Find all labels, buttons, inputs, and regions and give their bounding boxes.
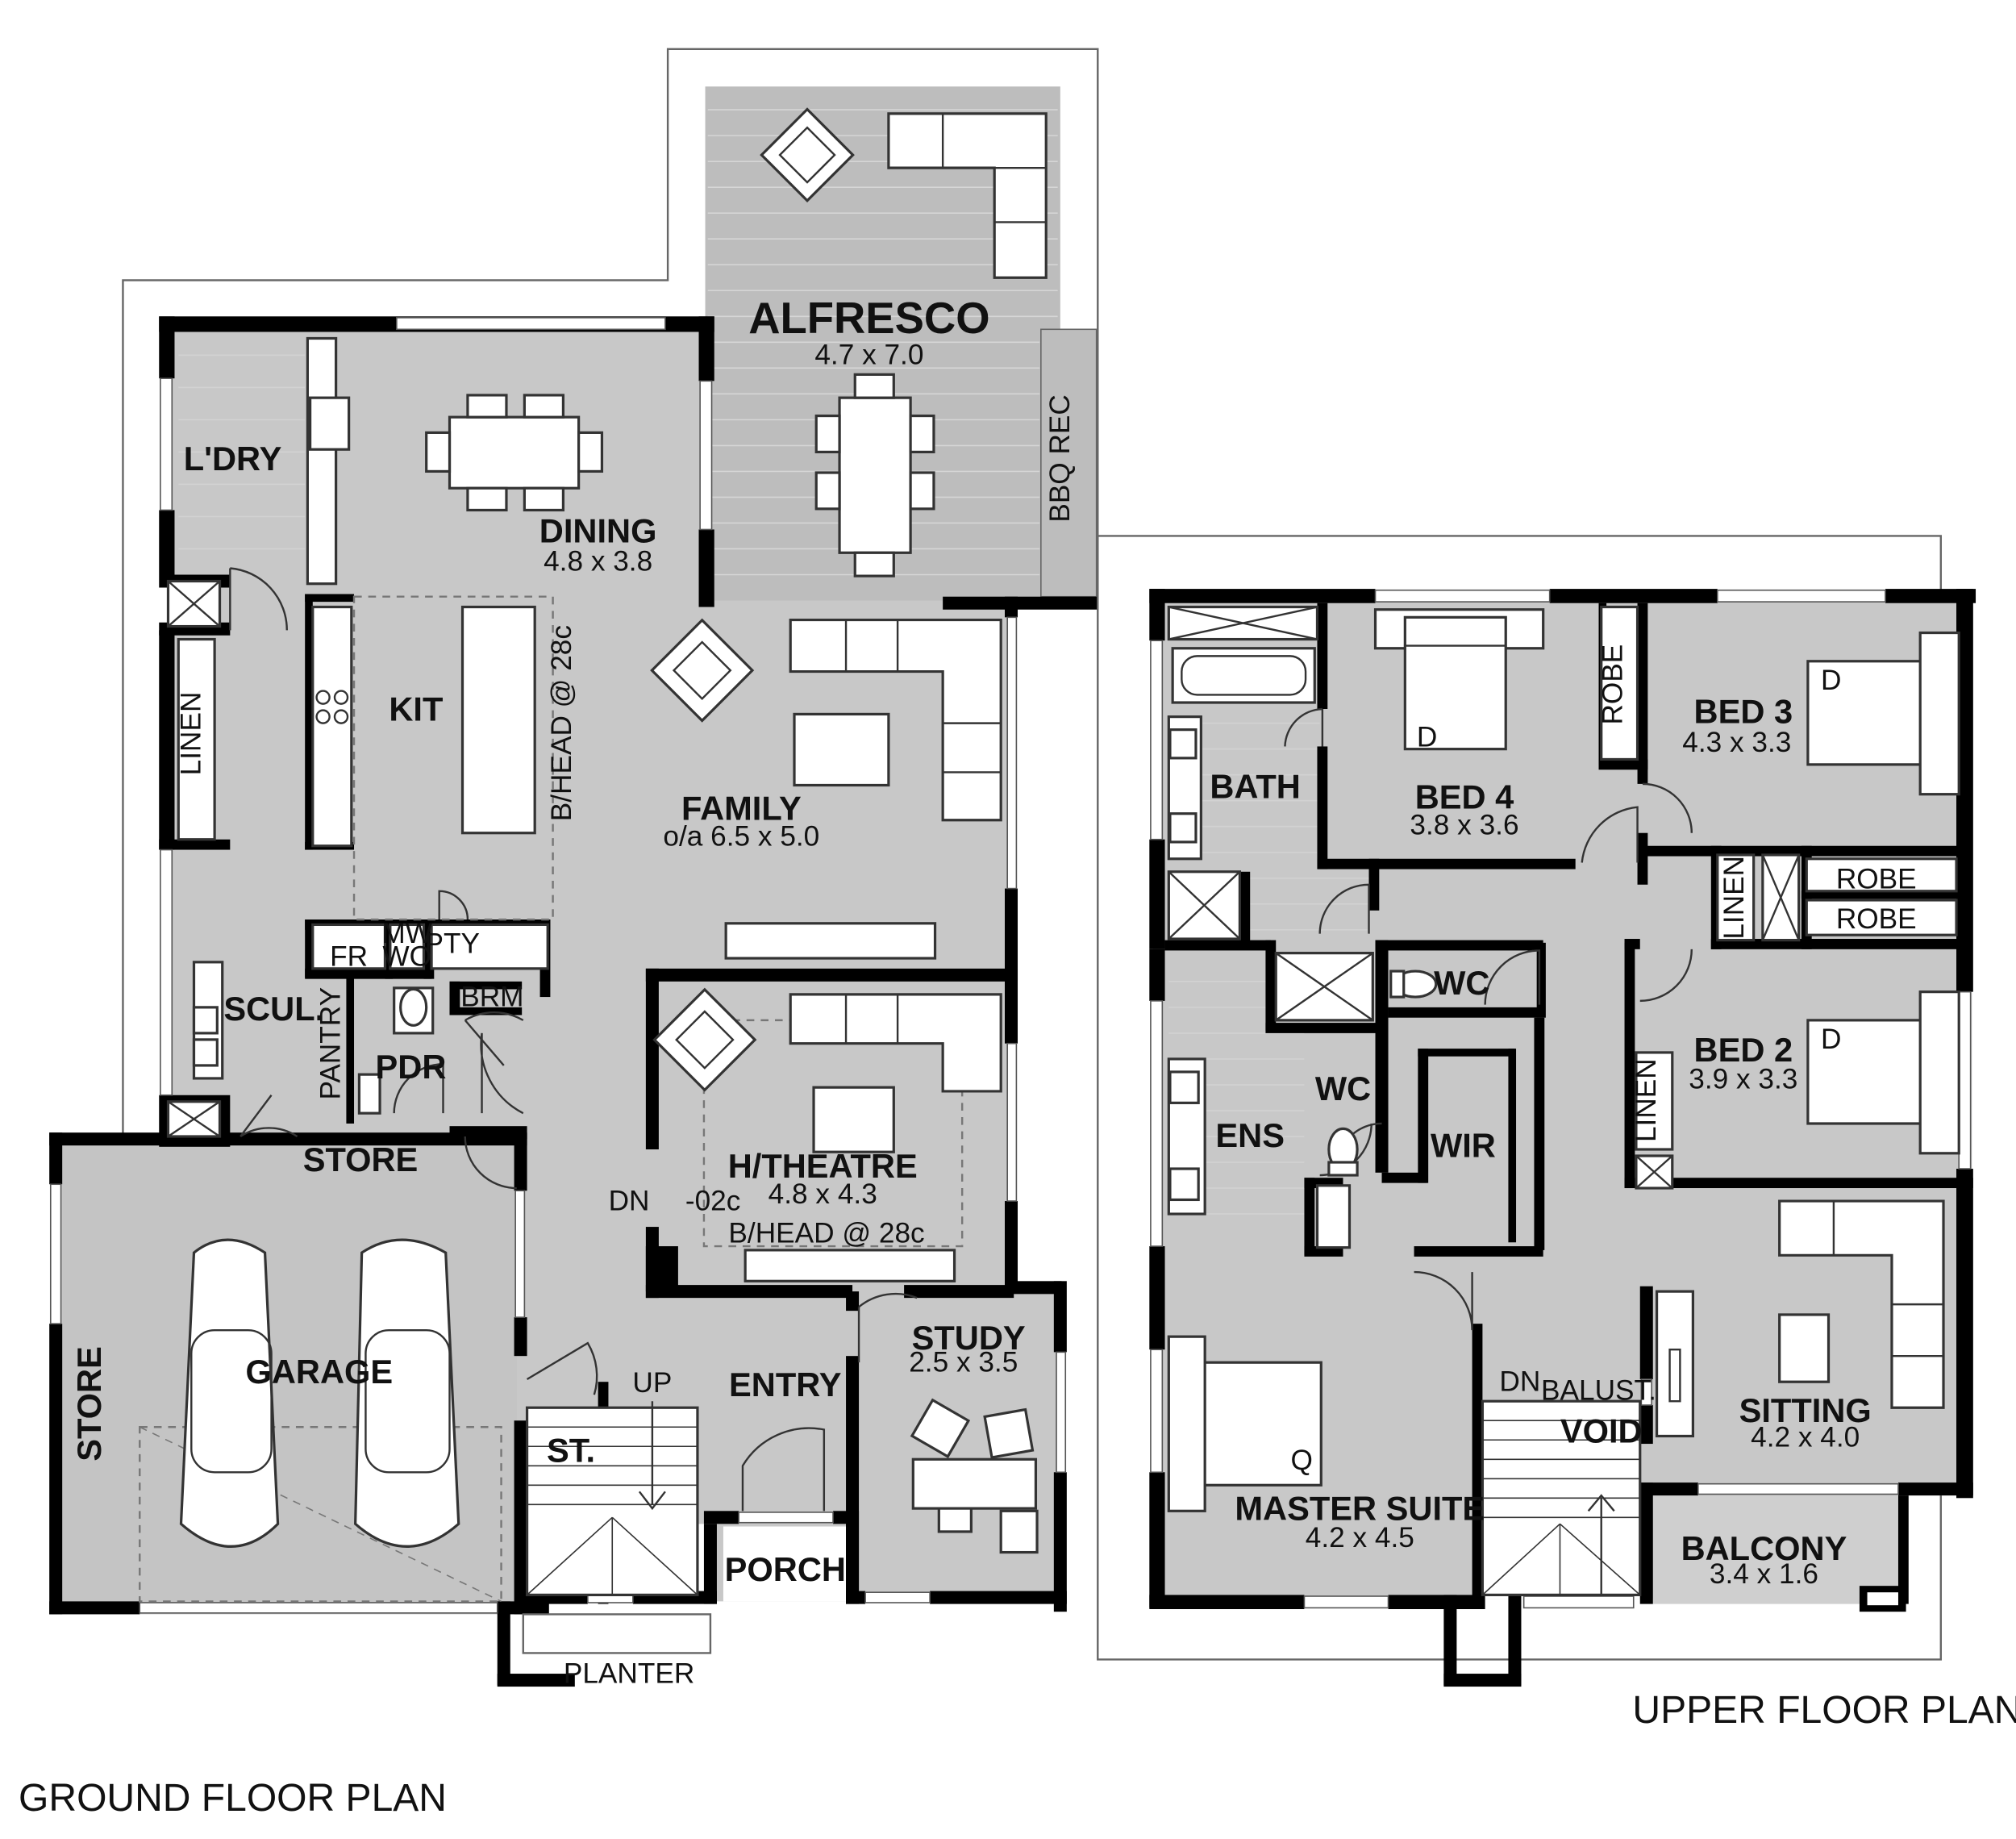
- planter: [522, 1613, 712, 1654]
- dining-size: 4.8 x 3.8: [544, 546, 652, 578]
- car-right: [354, 1238, 460, 1548]
- master-label: MASTER SUITE: [1235, 1490, 1485, 1528]
- balustrade-label: BALUST.: [1541, 1375, 1656, 1407]
- alfresco-furniture: [760, 107, 1048, 578]
- upper-windows: [1150, 589, 1972, 1609]
- study-furniture: [910, 1398, 1039, 1554]
- upper-beds: [1167, 605, 1960, 1512]
- ground-site-outline: [122, 48, 1099, 1136]
- garage-label: GARAGE: [245, 1353, 393, 1391]
- ground-windows: [49, 317, 1067, 1614]
- kitchen-fixtures: [166, 336, 554, 1138]
- balcony-size: 3.4 x 1.6: [1710, 1558, 1818, 1590]
- bbq-area: [1040, 328, 1098, 598]
- pantry-label: PANTRY: [314, 987, 346, 1100]
- up-label: UP: [632, 1367, 672, 1399]
- theatre-furniture: [652, 987, 1002, 1282]
- linen-label: LINEN: [175, 692, 206, 776]
- kitchen-label: KIT: [389, 690, 443, 728]
- bed2-bed-label: D: [1821, 1024, 1841, 1055]
- car-left: [179, 1238, 280, 1548]
- bed2-label: BED 2: [1694, 1031, 1793, 1069]
- store-top-label: STORE: [303, 1141, 419, 1178]
- kitchen-bulkhead-label: B/HEAD @ 28c: [546, 625, 577, 821]
- pdr-label: PDR: [376, 1048, 447, 1086]
- laundry-label: L'DRY: [184, 440, 282, 477]
- brm-label: BRM: [460, 981, 523, 1012]
- bath-fixtures: [1167, 605, 1438, 1216]
- linen-upper-label: LINEN: [1718, 856, 1750, 940]
- upper-floor-plan: BATH BED 4 3.8 x 3.6 D ROBE BED 3 4.3 x …: [1097, 535, 2016, 1732]
- fridge-label: FR: [330, 941, 368, 973]
- theatre-label: H/THEATRE: [728, 1147, 918, 1185]
- dining-table: [425, 394, 604, 512]
- master-size: 4.2 x 4.5: [1306, 1522, 1414, 1553]
- upper-floor-title: UPPER FLOOR PLAN: [1632, 1689, 2016, 1732]
- bed4-size: 3.8 x 3.6: [1410, 809, 1518, 840]
- entry-label: ENTRY: [729, 1366, 842, 1403]
- garage-cars: [139, 1238, 502, 1603]
- wc1-label: WC: [1434, 964, 1489, 1002]
- pty-label: PTY: [424, 928, 480, 960]
- bed3-label: BED 3: [1694, 693, 1793, 731]
- theatre-bulkhead-label: B/HEAD @ 28c: [728, 1217, 924, 1249]
- planter-label: PLANTER: [564, 1658, 694, 1689]
- upper-site-outline: [1097, 535, 1943, 1661]
- bed2-size: 3.9 x 3.3: [1689, 1064, 1797, 1095]
- sitting-size: 4.2 x 4.0: [1751, 1421, 1860, 1453]
- bed4-label: BED 4: [1415, 778, 1514, 815]
- ground-stairs: [525, 1401, 699, 1596]
- alfresco-label: ALFRESCO: [748, 294, 989, 343]
- sitting-label: SITTING: [1739, 1391, 1872, 1429]
- wall-oven-label: WO: [382, 941, 431, 973]
- balcony-planter-inner: [1867, 1592, 1898, 1606]
- linen2-label: LINEN: [1631, 1058, 1662, 1142]
- alfresco-size: 4.7 x 7.0: [814, 340, 923, 371]
- void-label: VOID: [1560, 1412, 1643, 1449]
- bed4-bed-label: D: [1417, 721, 1437, 753]
- ground-labels: ALFRESCO 4.7 x 7.0 BBQ REC L'DRY DINING …: [19, 294, 1076, 1820]
- down-label: DN: [609, 1185, 650, 1216]
- balcony-label: BALCONY: [1681, 1529, 1847, 1567]
- master-bed-label: Q: [1291, 1445, 1313, 1476]
- ens-label: ENS: [1215, 1116, 1285, 1154]
- ground-floor-plan: ALFRESCO 4.7 x 7.0 BBQ REC L'DRY DINING …: [19, 48, 1099, 1820]
- theatre-size: 4.8 x 4.3: [768, 1178, 877, 1210]
- step-label: -02c: [685, 1185, 741, 1216]
- family-size: o/a 6.5 x 5.0: [663, 821, 819, 853]
- porch-floor: [723, 1526, 849, 1602]
- study-size: 2.5 x 3.5: [909, 1346, 1018, 1378]
- bed3-bed-label: D: [1821, 665, 1841, 696]
- ground-door-swings: [229, 567, 918, 1512]
- bbq-label: BBQ REC: [1044, 394, 1076, 523]
- upper-labels: BATH BED 4 3.8 x 3.6 D ROBE BED 3 4.3 x …: [1210, 644, 2016, 1732]
- robe-vertical-label: ROBE: [1597, 644, 1628, 725]
- wir-label: WIR: [1431, 1127, 1496, 1165]
- sitting-furniture: [1655, 1199, 1945, 1438]
- stair-label: ST.: [547, 1431, 595, 1469]
- wc2-label: WC: [1315, 1070, 1371, 1107]
- bath-label: BATH: [1210, 767, 1300, 805]
- family-label: FAMILY: [681, 790, 802, 828]
- dining-label: DINING: [539, 511, 657, 549]
- ground-walls: [49, 316, 1098, 1687]
- upper-down-label: DN: [1499, 1366, 1540, 1397]
- porch-label: PORCH: [725, 1550, 846, 1588]
- store-side-label: STORE: [70, 1346, 108, 1462]
- robe2-label: ROBE: [1836, 903, 1917, 935]
- scullery-label: SCUL.: [223, 990, 324, 1028]
- microwave-label: MW: [381, 918, 432, 949]
- study-label: STUDY: [912, 1319, 1026, 1357]
- robe1-label: ROBE: [1836, 864, 1917, 895]
- bed3-size: 4.3 x 3.3: [1682, 727, 1791, 758]
- ground-floor-title: GROUND FLOOR PLAN: [19, 1777, 447, 1820]
- family-furniture: [650, 618, 1002, 960]
- laundry-tiles: [178, 354, 306, 550]
- upper-stairs: [1481, 1399, 1642, 1596]
